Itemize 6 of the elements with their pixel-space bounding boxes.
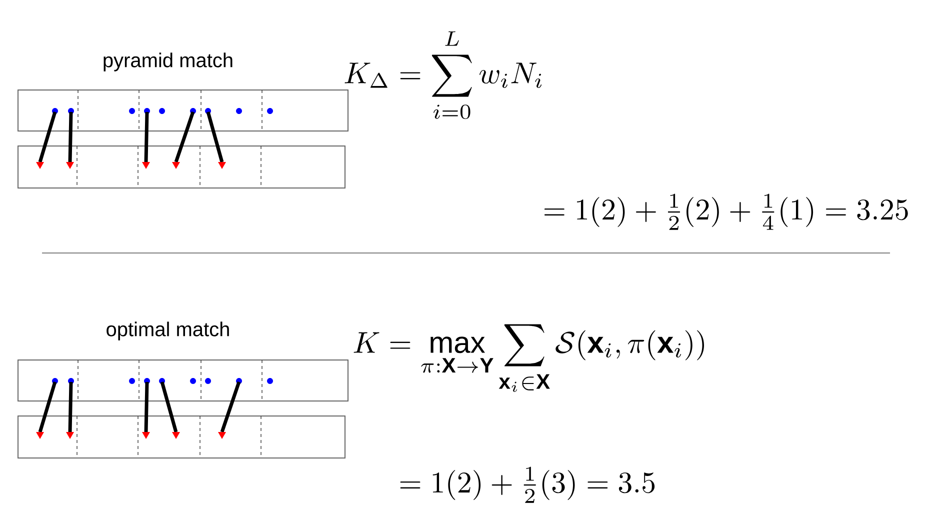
panel-title: optimal match xyxy=(106,322,229,340)
formula: $K = \max_{\pi:\mathbf{X}\rightarrow\mathbf{Y}} \sum_{\mathbf{x}_i\in\mathbf{X}} \mathcal{S}(\mathbf{x}_i, \pi(\mathbf{x}_i))$ xyxy=(354,324,704,392)
panel-title: pyramid match xyxy=(104,52,232,72)
formula: $= 1(2) + \tfrac{1}{2}(3) = 3.5$ xyxy=(400,466,655,503)
formula: $= 1(2) + \tfrac{1}{2}(2) + \tfrac{1}{4}(1) = 3.25$ xyxy=(544,194,908,230)
formula: $K_\Delta = \sum_{i=0}^{L} w_i N_i$ xyxy=(344,31,542,120)
